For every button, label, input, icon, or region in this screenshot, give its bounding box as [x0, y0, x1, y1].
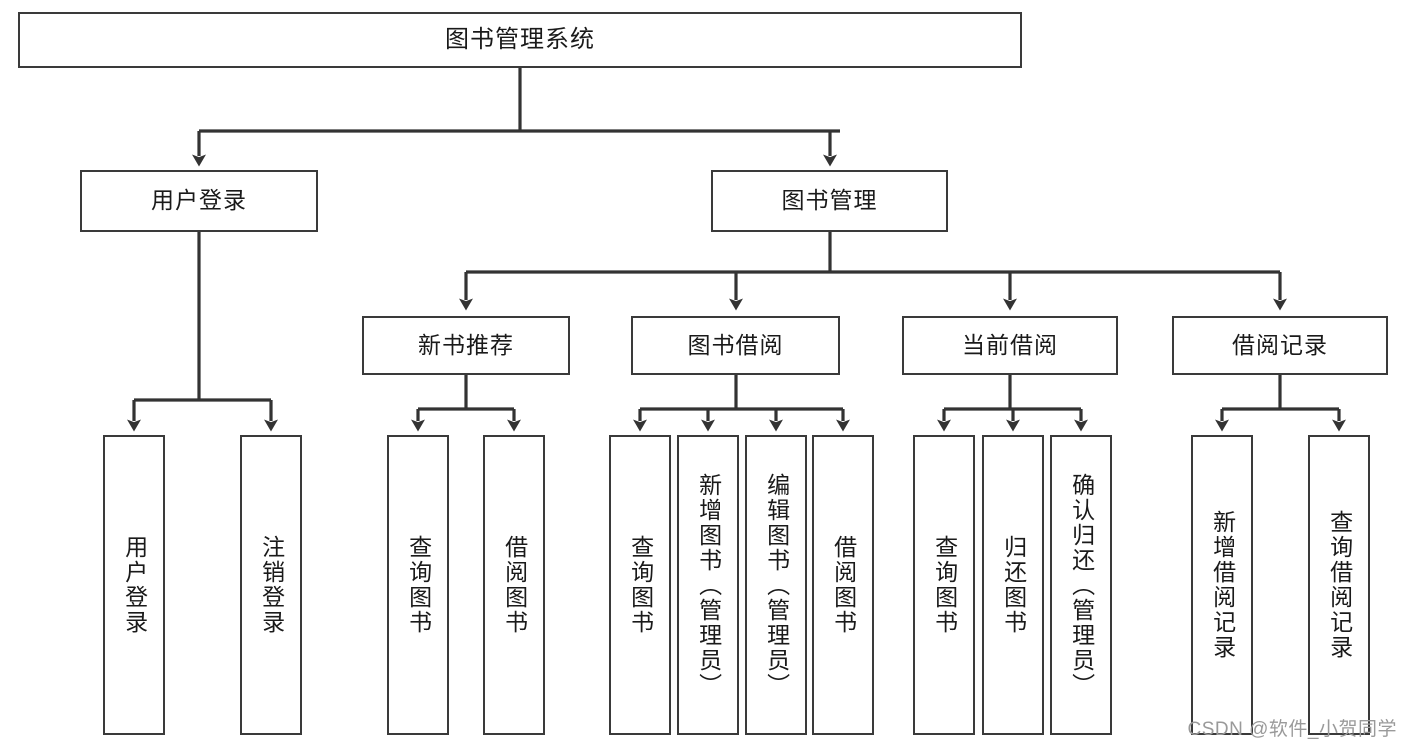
node-leaf-edit-book[interactable]: 编辑图书（管理员） [745, 435, 807, 735]
node-label: 查询图书 [405, 535, 432, 635]
node-label: 当前借阅 [962, 331, 1058, 358]
node-leaf-user-login[interactable]: 用户登录 [103, 435, 165, 735]
watermark: CSDN @软件_小贺同学 [1187, 719, 1397, 740]
node-book-manage[interactable]: 图书管理 [711, 170, 948, 232]
node-label: 查询图书 [627, 535, 654, 635]
node-label: 借阅图书 [501, 535, 528, 635]
node-leaf-query-book-recommend[interactable]: 查询图书 [387, 435, 449, 735]
node-leaf-query-borrow-record[interactable]: 查询借阅记录 [1308, 435, 1370, 735]
node-label: 用户登录 [151, 187, 247, 214]
node-label: 新增借阅记录 [1209, 510, 1236, 660]
node-user-login[interactable]: 用户登录 [80, 170, 318, 232]
node-leaf-add-book[interactable]: 新增图书（管理员） [677, 435, 739, 735]
node-label: 新书推荐 [418, 331, 514, 358]
node-leaf-logout-login[interactable]: 注销登录 [240, 435, 302, 735]
node-label: 借阅记录 [1232, 331, 1328, 358]
node-label: 新增图书（管理员） [695, 472, 722, 698]
node-leaf-confirm-return[interactable]: 确认归还（管理员） [1050, 435, 1112, 735]
node-leaf-add-borrow-record[interactable]: 新增借阅记录 [1191, 435, 1253, 735]
node-book-borrow[interactable]: 图书借阅 [631, 316, 840, 375]
node-label: 图书借阅 [687, 331, 784, 358]
node-label: 图书管理 [781, 187, 878, 214]
node-leaf-query-book-borrow[interactable]: 查询图书 [609, 435, 671, 735]
node-label: 注销登录 [258, 535, 285, 635]
node-leaf-query-book-current[interactable]: 查询图书 [913, 435, 975, 735]
node-label: 用户登录 [121, 535, 148, 635]
node-label: 借阅图书 [830, 535, 857, 635]
node-label: 确认归还（管理员） [1068, 472, 1095, 698]
node-label: 归还图书 [1000, 535, 1027, 635]
node-leaf-return-book[interactable]: 归还图书 [982, 435, 1044, 735]
node-label: 编辑图书（管理员） [763, 472, 790, 698]
node-new-book-recommend[interactable]: 新书推荐 [362, 316, 570, 375]
node-leaf-borrow-book-recommend[interactable]: 借阅图书 [483, 435, 545, 735]
node-borrow-record[interactable]: 借阅记录 [1172, 316, 1388, 375]
node-label: 查询借阅记录 [1326, 510, 1353, 660]
node-leaf-borrow-book[interactable]: 借阅图书 [812, 435, 874, 735]
node-label: 图书管理系统 [445, 25, 595, 53]
node-current-borrow[interactable]: 当前借阅 [902, 316, 1118, 375]
node-root-book-management-system[interactable]: 图书管理系统 [18, 12, 1022, 68]
node-label: 查询图书 [931, 535, 958, 635]
